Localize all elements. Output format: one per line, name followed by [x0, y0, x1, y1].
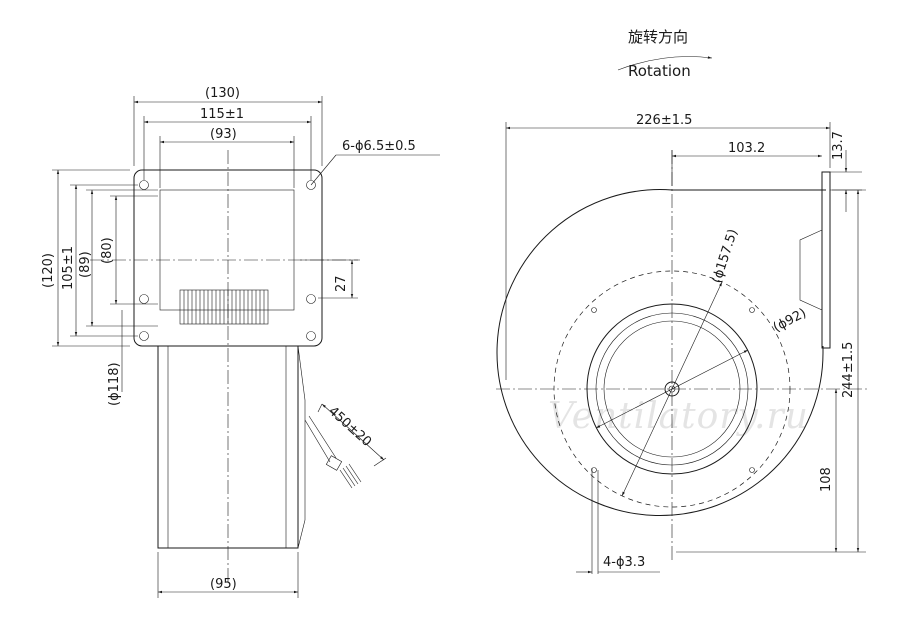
- front-mount-holes: [591, 307, 755, 473]
- side-mount-holes: [139, 180, 316, 341]
- outlet-grille: [179, 289, 269, 325]
- dim-overall-width: (130): [205, 86, 240, 101]
- rotation-label-en: Rotation: [628, 62, 691, 80]
- dim-flange-thickness: 13.7: [831, 131, 846, 160]
- dim-mount-holes: 6-ϕ6.5±0.5: [342, 139, 416, 154]
- dim-hole-pitch-v: 105±1: [61, 246, 76, 290]
- dim-body-width: (95): [210, 577, 237, 592]
- dim-front-overall-height: 244±1.5: [841, 342, 856, 398]
- impeller-outer: [553, 270, 791, 508]
- outlet-tongue: [799, 229, 823, 311]
- watermark: Ventilatory.ru: [548, 396, 809, 437]
- dim-front-overall-width: 226±1.5: [636, 113, 692, 128]
- dim-bottom-holes: 4-ϕ3.3: [603, 555, 645, 570]
- dim-outlet-offset: 103.2: [728, 141, 765, 156]
- dim-center-height: 108: [819, 467, 834, 492]
- dim-inlet-dia: (ϕ92): [771, 306, 809, 336]
- outlet-flange: [821, 171, 831, 349]
- dim-body-dia: (ϕ118): [107, 362, 122, 406]
- dim-inner-height-80: (80): [100, 237, 115, 264]
- dim-hole-pitch-h: 115±1: [200, 107, 244, 122]
- rotation-label-cn: 旋转方向: [628, 28, 688, 46]
- dim-outlet-height: 27: [334, 275, 349, 292]
- dim-impeller-dia: (ϕ157.5): [710, 227, 742, 285]
- rotation-indicator: 旋转方向 Rotation: [617, 28, 713, 80]
- side-inner-opening: [159, 189, 295, 311]
- dim-cable-length: 450±20: [325, 404, 374, 450]
- scroll-housing: [496, 189, 826, 517]
- side-housing-body: [157, 345, 306, 549]
- dim-overall-height: (120): [41, 253, 56, 288]
- front-view: (ϕ157.5) (ϕ92) 226±1.5 103.2 13.7 244±1.…: [496, 113, 870, 574]
- rotation-arrow: [617, 56, 713, 71]
- dim-inner-width: (93): [210, 127, 237, 142]
- dim-inner-height-89: (89): [78, 251, 93, 278]
- side-view: (130) 115±1 (93) 6-ϕ6.5±0.5 (120) 105±1 …: [41, 86, 440, 598]
